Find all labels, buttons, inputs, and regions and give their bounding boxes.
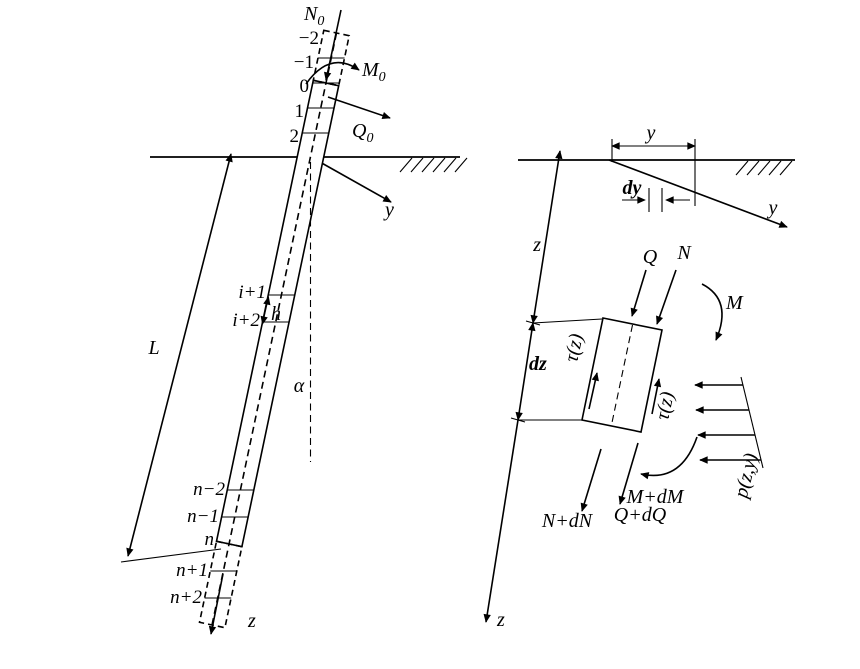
dz-dim-tick — [510, 417, 526, 423]
hatch-stroke — [779, 160, 793, 176]
friction-label-left: τ(z) — [560, 331, 587, 364]
shear-load-label: Q0 — [352, 120, 373, 146]
node-label-i2: i+2 — [232, 310, 260, 331]
node-label-n-1: n−1 — [187, 506, 219, 527]
length-label: L — [147, 337, 159, 359]
shear-load-arrow — [327, 96, 391, 120]
z-dimension-label: z — [532, 234, 541, 256]
node-label-0: 0 — [300, 76, 310, 97]
z-axis-arrow — [483, 419, 519, 623]
y-dimension-label: y — [645, 122, 656, 144]
moment-load-label: M0 — [361, 59, 386, 85]
soil-reaction-label: p(z,y) — [730, 451, 763, 502]
z-dimension-arrow — [530, 150, 563, 324]
bottom-axial-label: N+dN — [541, 510, 594, 532]
moment-load-arc — [305, 61, 360, 85]
top-shear-arrow — [630, 269, 647, 317]
top-axial-label: N — [676, 242, 692, 264]
friction-arrow-left — [588, 372, 599, 410]
soil-reaction-arrows — [694, 381, 761, 464]
node-label-n-2: n−2 — [193, 479, 225, 500]
node-label-2: 2 — [290, 126, 300, 147]
z-axis-label: z — [247, 610, 256, 632]
y-axis-arrow — [310, 156, 392, 203]
y-axis-label: y — [383, 199, 394, 221]
y-axis-arrow — [608, 159, 788, 228]
dz-dimension-label: dz — [529, 353, 547, 375]
ground-hatch — [735, 160, 793, 176]
friction-label-right: τ(z) — [651, 389, 678, 422]
friction-arrow-right — [651, 378, 662, 415]
pile-bottom-imaginary-box — [198, 540, 243, 629]
z-axis-arrow — [208, 573, 224, 635]
z-axis-label: z — [496, 609, 505, 631]
top-shear-label: Q — [643, 246, 658, 268]
z-dim-tick — [525, 320, 541, 326]
pile-top-imaginary-box — [312, 29, 351, 87]
node-label-minus1: −1 — [294, 52, 314, 73]
y-axis-label: y — [767, 197, 778, 219]
incline-angle-label: α — [294, 375, 305, 397]
top-axial-arrow — [656, 269, 677, 325]
right-element-diagram: y y dy z dz z Q N M M+dM — [483, 122, 795, 631]
hatch-stroke — [421, 157, 435, 173]
node-label-n1: n+1 — [176, 560, 208, 581]
hatch-stroke — [443, 157, 457, 173]
bottom-shear-arrow — [618, 442, 639, 505]
hatch-stroke — [746, 160, 760, 176]
axial-load-arrow — [323, 9, 342, 81]
length-dimension-arrow — [126, 153, 233, 557]
pile-centerline — [211, 32, 338, 626]
top-moment-label: M — [725, 292, 744, 314]
node-label-minus2: −2 — [299, 28, 319, 49]
top-moment-arc — [701, 283, 723, 341]
bottom-axial-arrow — [580, 448, 602, 512]
z-dim-extension-top — [532, 318, 603, 324]
hatch-stroke — [757, 160, 771, 176]
element-centerline — [610, 324, 634, 426]
dz-dimension-arrow — [515, 322, 536, 421]
node-label-1: 1 — [295, 101, 305, 122]
hatch-stroke — [454, 157, 468, 173]
bottom-moment-arc — [640, 436, 698, 480]
bottom-moment-label: M+dM — [626, 486, 685, 508]
segment-label: h — [271, 303, 281, 325]
segment-dimension-arrow — [260, 296, 271, 325]
node-label-i1: i+1 — [238, 282, 266, 303]
hatch-stroke — [399, 157, 413, 173]
bottom-shear-label: Q+dQ — [614, 504, 667, 526]
node-label-n: n — [205, 529, 215, 550]
dy-dimension-label: dy — [623, 177, 642, 199]
hatch-stroke — [735, 160, 749, 176]
soil-reaction-envelope — [740, 376, 764, 469]
hatch-stroke — [410, 157, 424, 173]
hatch-stroke — [432, 157, 446, 173]
hatch-stroke — [768, 160, 782, 176]
node-label-n2: n+2 — [170, 587, 202, 608]
left-pile-diagram: y −2 −1 0 1 2 i+1 i+2 n−2 — [120, 3, 468, 635]
axial-load-label: N0 — [303, 3, 324, 29]
ground-hatch — [399, 157, 468, 173]
